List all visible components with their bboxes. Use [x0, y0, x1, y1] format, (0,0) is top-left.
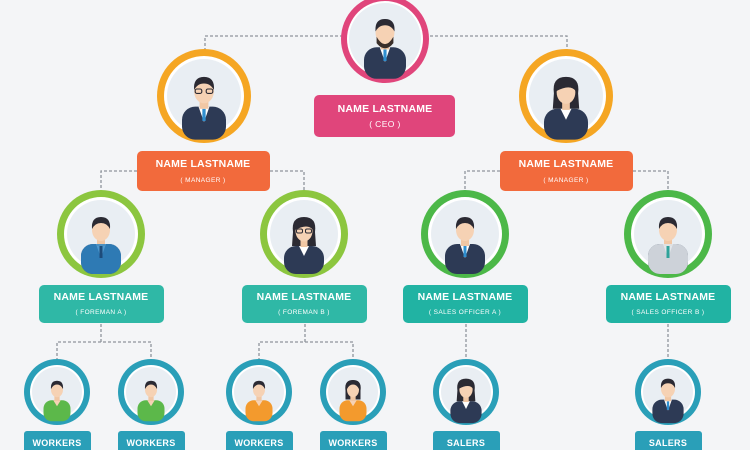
- sales-officer-b-label-box: [606, 285, 731, 323]
- leaf-saler-1-label: SALERS: [447, 438, 485, 448]
- connector-ceo-right: [430, 35, 568, 55]
- sales-officer-b-name: NAME LASTNAME: [621, 291, 716, 303]
- sales-officer-a-label-box: [403, 285, 528, 323]
- connector-mgr2-salesB: [633, 170, 669, 192]
- manager-node-left: NAME LASTNAME ( MANAGER ): [137, 49, 270, 191]
- foreman-b-name: NAME LASTNAME: [257, 291, 352, 303]
- connector-mgr1-foremanB: [270, 170, 305, 192]
- foreman-b-node: NAME LASTNAME ( FOREMAN B ): [242, 190, 367, 323]
- foreman-a-node: NAME LASTNAME ( FOREMAN A ): [39, 190, 164, 323]
- foreman-a-label-box: [39, 285, 164, 323]
- ceo-avatar-icon: [364, 18, 406, 79]
- connector-foremanA-workers: [56, 341, 152, 361]
- leaf-saler-2: SALERS: [635, 359, 702, 450]
- foreman-b-label-box: [242, 285, 367, 323]
- ceo-name: NAME LASTNAME: [338, 103, 433, 115]
- foreman-a-role: ( FOREMAN A ): [75, 309, 126, 316]
- manager-right-role: ( MANAGER ): [543, 177, 588, 184]
- female-foreman-avatar-icon: [284, 217, 324, 274]
- manager-left-label-box: [137, 151, 270, 191]
- connector-foremanB-workers: [258, 341, 354, 361]
- leaf-saler-1: SALERS: [433, 359, 500, 450]
- leaf-worker-4: WORKERS: [320, 359, 387, 450]
- leaf-saler-2-label: SALERS: [649, 438, 687, 448]
- foreman-avatar-icon: [81, 217, 121, 274]
- sales-officer-b-role: ( SALES OFFICER B ): [632, 309, 705, 316]
- connector-mgr1-foremanA: [100, 170, 137, 192]
- connector-ceo-left: [204, 35, 343, 55]
- ceo-role: ( CEO ): [369, 119, 401, 129]
- ceo-label-box: [314, 95, 455, 137]
- leaf-worker-3: WORKERS: [226, 359, 293, 450]
- leaf-worker-1: WORKERS: [24, 359, 91, 450]
- connector-mgr2-salesA: [464, 170, 500, 192]
- manager-right-label-box: [500, 151, 633, 191]
- female-worker-avatar-icon: [339, 380, 367, 422]
- sales-officer-b-node: NAME LASTNAME ( SALES OFFICER B ): [606, 190, 731, 323]
- sales-officer-a-node: NAME LASTNAME ( SALES OFFICER A ): [403, 190, 528, 323]
- foreman-a-name: NAME LASTNAME: [54, 291, 149, 303]
- leaf-worker-2-label: WORKERS: [126, 438, 175, 448]
- sales-officer-avatar-icon: [648, 217, 688, 274]
- sales-officer-a-name: NAME LASTNAME: [418, 291, 513, 303]
- leaf-worker-3-label: WORKERS: [234, 438, 283, 448]
- leaf-worker-4-label: WORKERS: [328, 438, 377, 448]
- connector-lines: [56, 35, 669, 361]
- foreman-b-role: ( FOREMAN B ): [278, 309, 330, 316]
- manager-left-name: NAME LASTNAME: [156, 158, 251, 170]
- ceo-node: NAME LASTNAME ( CEO ): [314, 0, 455, 137]
- leaf-worker-1-label: WORKERS: [32, 438, 81, 448]
- manager-left-role: ( MANAGER ): [180, 177, 225, 184]
- leaf-worker-2: WORKERS: [118, 359, 185, 450]
- manager-right-name: NAME LASTNAME: [519, 158, 614, 170]
- sales-officer-a-role: ( SALES OFFICER A ): [429, 309, 501, 316]
- male-manager-avatar-icon: [182, 76, 226, 140]
- manager-node-right: NAME LASTNAME ( MANAGER ): [500, 49, 633, 191]
